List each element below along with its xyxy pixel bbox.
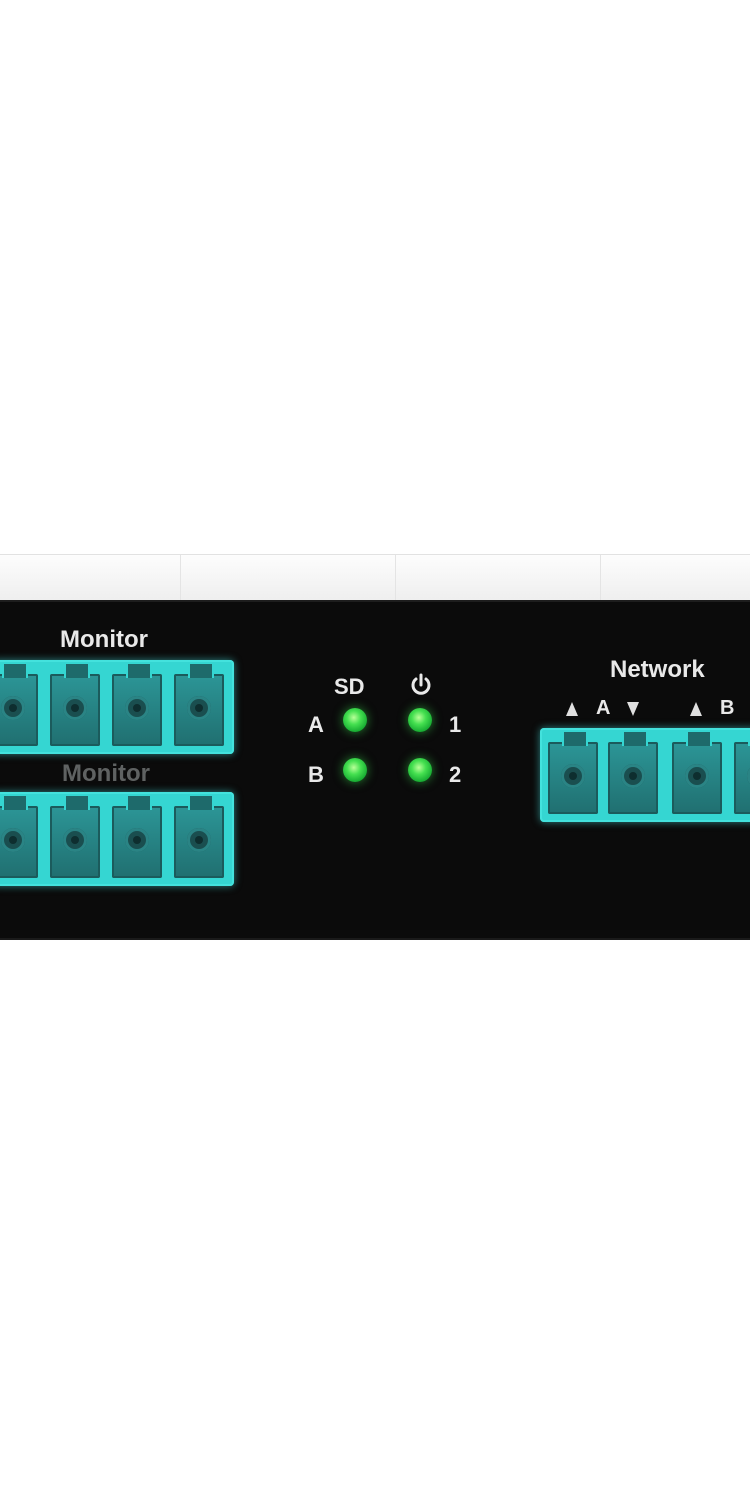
led-power-1: [408, 708, 432, 732]
fiber-port[interactable]: [608, 730, 658, 814]
fiber-port[interactable]: [548, 730, 598, 814]
power-icon: [411, 673, 431, 695]
arrow-up-icon: [566, 702, 578, 716]
led-row-label-2: 2: [449, 762, 462, 787]
chassis-top: [0, 554, 750, 602]
sd-header: SD: [334, 674, 365, 699]
fiber-port[interactable]: [50, 662, 100, 746]
front-panel: Monitor Monitor SD A 1 B 2 Network A B: [0, 600, 750, 940]
monitor-bottom-label: Monitor: [62, 760, 150, 787]
arrow-down-icon: [627, 702, 639, 716]
monitor-bottom-port-block: [0, 792, 234, 886]
chassis-seam: [180, 555, 181, 602]
chassis-seam: [395, 555, 396, 602]
network-channel-b: B: [720, 697, 735, 719]
network-channel-a: A: [596, 697, 611, 719]
monitor-top-label: Monitor: [60, 626, 148, 653]
fiber-port[interactable]: [0, 662, 38, 746]
fiber-port[interactable]: [112, 662, 162, 746]
fiber-port[interactable]: [174, 794, 224, 878]
fiber-port[interactable]: [112, 794, 162, 878]
fiber-port[interactable]: [672, 730, 722, 814]
fiber-port[interactable]: [734, 730, 750, 814]
led-sd-a: [343, 708, 367, 732]
fiber-port[interactable]: [174, 662, 224, 746]
network-port-block: [540, 728, 750, 822]
led-row-label-a: A: [308, 712, 324, 737]
network-label: Network: [610, 656, 705, 683]
fiber-port[interactable]: [50, 794, 100, 878]
led-row-label-1: 1: [449, 712, 462, 737]
led-row-label-b: B: [308, 762, 324, 787]
chassis-seam: [600, 555, 601, 602]
led-power-2: [408, 758, 432, 782]
fiber-port[interactable]: [0, 794, 38, 878]
led-sd-b: [343, 758, 367, 782]
monitor-top-port-block: [0, 660, 234, 754]
arrow-up-icon: [690, 702, 702, 716]
